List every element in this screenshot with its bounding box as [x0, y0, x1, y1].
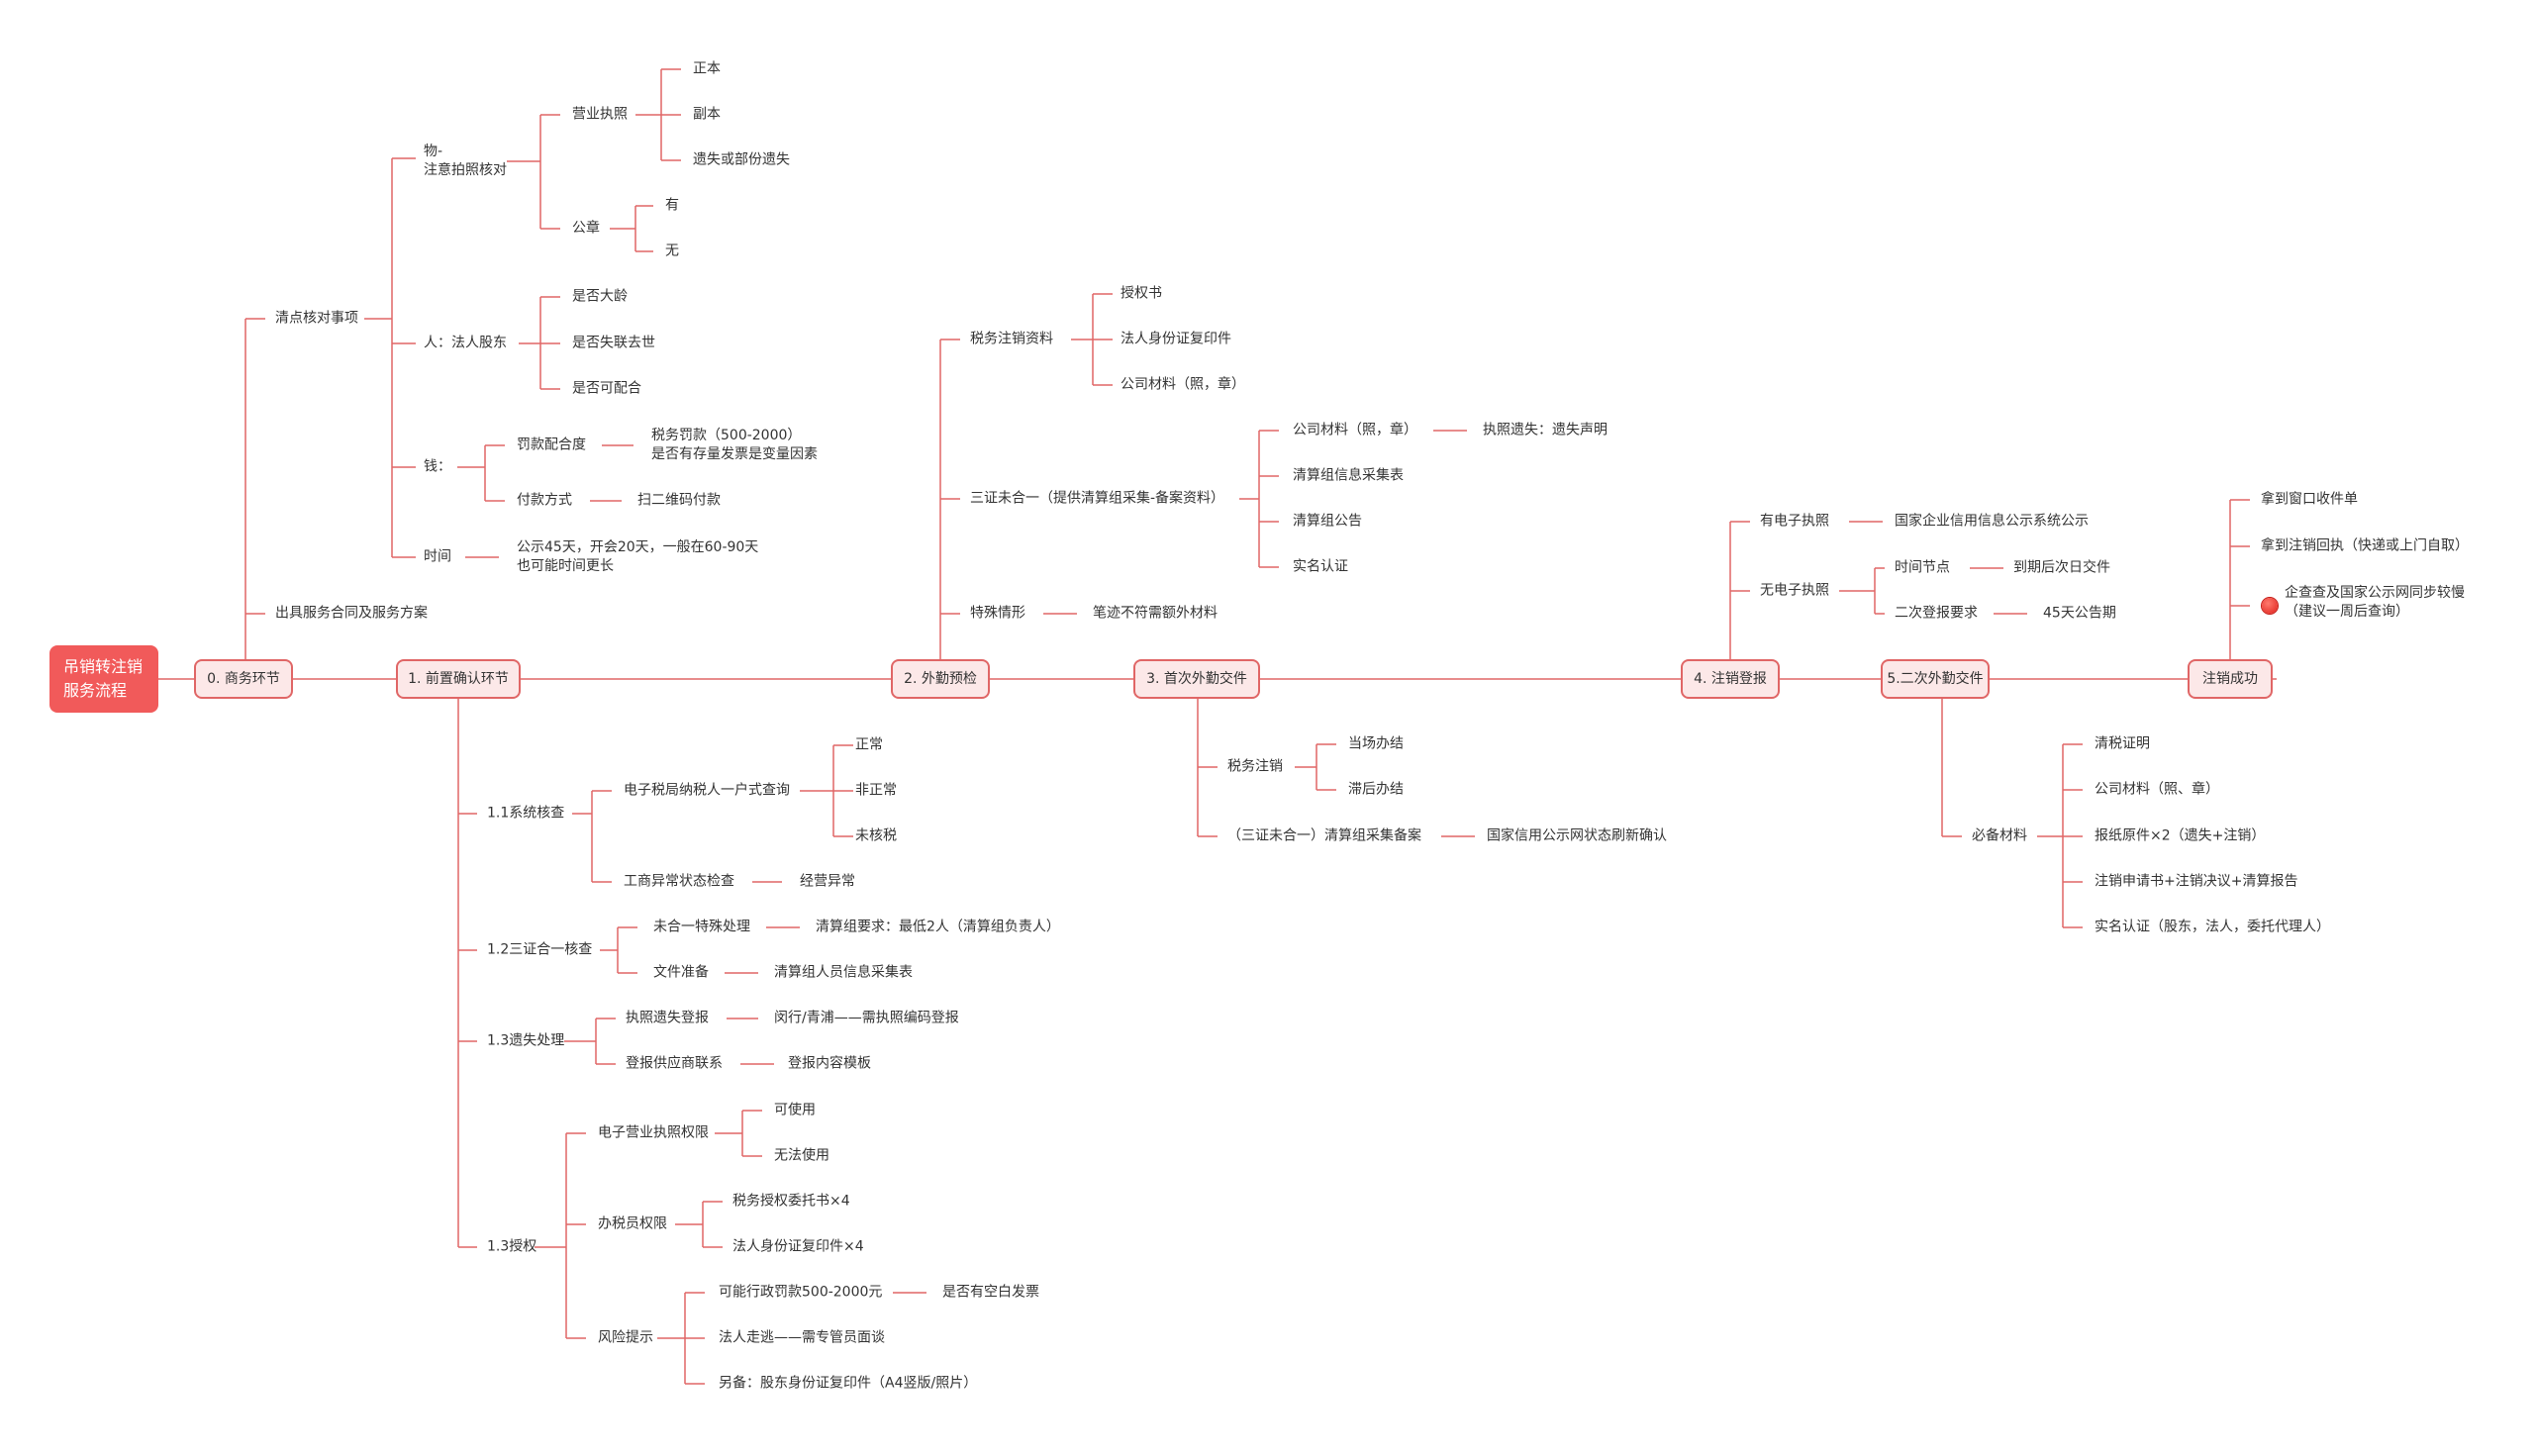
tax-cancel-item: 当场办结	[1348, 735, 1404, 752]
three-doc-item: 清算组信息采集表	[1293, 467, 1404, 484]
timing-detail: 到期后次日交件	[2013, 559, 2110, 576]
special-detail: 清算组要求：最低2人（清算组负责人）	[816, 919, 1060, 935]
stage-node-1[interactable]: 1. 前置确认环节	[396, 659, 521, 699]
needed-item: 报纸原件×2（遗失+注销）	[2095, 827, 2266, 844]
taxer-item: 税务授权委托书×4	[732, 1193, 850, 1210]
root-node[interactable]: 吊销转注销 服务流程	[49, 645, 158, 713]
three-doc-item: 实名认证	[1293, 558, 1348, 575]
authorization-label: 1.3授权	[487, 1238, 537, 1255]
person-label: 人：法人股东	[424, 335, 507, 351]
timing-label: 时间节点	[1895, 559, 1950, 576]
supplier-detail: 登报内容模板	[788, 1055, 871, 1072]
license-item: 遗失或部份遗失	[693, 151, 790, 168]
person-item: 是否大龄	[572, 288, 628, 305]
three-filing-label: （三证未合一）清算组采集备案	[1227, 827, 1421, 844]
person-item: 是否失联去世	[572, 335, 655, 351]
fine-label: 罚款配合度	[517, 437, 586, 453]
no-e-license-label: 无电子执照	[1760, 582, 1829, 599]
money-label: 钱：	[424, 458, 451, 475]
company-detail: 执照遗失：遗失声明	[1483, 422, 1608, 438]
lost-handling-label: 1.3遗失处理	[487, 1032, 565, 1049]
pay-detail: 扫二维码付款	[637, 492, 721, 509]
biz-detail: 经营异常	[800, 873, 855, 890]
time-detail: 公示45天，开会20天，一般在60-90天 也可能时间更长	[517, 539, 759, 574]
special-handling-label: 未合一特殊处理	[653, 919, 750, 935]
red-flag-icon	[2262, 598, 2278, 614]
supplier-label: 登报供应商联系	[626, 1055, 723, 1072]
elic-item: 可使用	[774, 1102, 816, 1118]
fine-detail: 税务罚款（500-2000） 是否有存量发票是变量因素	[651, 428, 818, 462]
stage-node-4[interactable]: 4. 注销登报	[1681, 659, 1780, 699]
stage-node-5[interactable]: 5.二次外勤交件	[1881, 659, 1990, 699]
needed-item: 实名认证（股东，法人，委托代理人）	[2095, 919, 2330, 935]
lost-reg-detail: 闵行/青浦——需执照编码登报	[774, 1010, 959, 1026]
needed-item: 公司材料（照、章）	[2095, 781, 2219, 798]
seal-item: 有	[665, 197, 679, 214]
company-materials-label: 公司材料（照，章）	[1293, 422, 1417, 438]
biz-check-label: 工商异常状态检查	[624, 873, 734, 890]
three-docs-label: 三证未合一（提供清算组采集-备案资料）	[970, 490, 1225, 507]
license-label: 营业执照	[572, 106, 628, 123]
check-items-label: 清点核对事项	[275, 310, 358, 327]
needed-materials-label: 必备材料	[1972, 827, 2027, 844]
second-notice-label: 二次登报要求	[1895, 605, 1978, 622]
tax-cancel-item: 滞后办结	[1348, 781, 1404, 798]
sys-check-label: 1.1系统核查	[487, 805, 565, 822]
time-label: 时间	[424, 548, 451, 565]
special-case-label: 特殊情形	[970, 605, 1025, 622]
etax-item: 未核税	[855, 827, 897, 844]
three-doc-item: 清算组公告	[1293, 513, 1362, 530]
seal-item: 无	[665, 243, 679, 259]
elic-label: 电子营业执照权限	[598, 1124, 709, 1141]
license-item: 副本	[693, 106, 721, 123]
second-notice-detail: 45天公告期	[2043, 605, 2116, 622]
needed-item: 注销申请书+注销决议+清算报告	[2095, 873, 2298, 890]
three-in-one-label: 1.2三证合一核查	[487, 941, 593, 958]
taxer-label: 办税员权限	[598, 1215, 667, 1232]
docs-detail: 清算组人员信息采集表	[774, 964, 913, 981]
tax-docs-label: 税务注销资料	[970, 331, 1053, 347]
stage-node-6[interactable]: 注销成功	[2188, 659, 2273, 699]
success-item: 拿到注销回执（快递或上门自取）	[2261, 537, 2469, 554]
has-e-license-label: 有电子执照	[1760, 513, 1829, 530]
tax-doc-item: 法人身份证复印件	[1121, 331, 1231, 347]
three-filing-detail: 国家信用公示网状态刷新确认	[1487, 827, 1667, 844]
contract-label: 出具服务合同及服务方案	[275, 605, 428, 622]
etax-item: 正常	[855, 736, 883, 753]
etax-label: 电子税局纳税人一户式查询	[624, 782, 790, 799]
elic-item: 无法使用	[774, 1147, 829, 1164]
special-case-detail: 笔迹不符需额外材料	[1093, 605, 1218, 622]
thing-label: 物- 注意拍照核对	[424, 144, 507, 178]
taxer-item: 法人身份证复印件×4	[732, 1238, 864, 1255]
stage-node-0[interactable]: 0. 商务环节	[194, 659, 293, 699]
success-item: 拿到窗口收件单	[2261, 491, 2358, 508]
has-e-detail: 国家企业信用信息公示系统公示	[1895, 513, 2089, 530]
stage-node-3[interactable]: 3. 首次外勤交件	[1133, 659, 1260, 699]
tax-doc-item: 授权书	[1121, 285, 1162, 302]
tax-doc-item: 公司材料（照，章）	[1121, 376, 1245, 393]
etax-item: 非正常	[855, 782, 897, 799]
seal-label: 公章	[572, 220, 600, 237]
needed-item: 清税证明	[2095, 735, 2150, 752]
pay-label: 付款方式	[517, 492, 572, 509]
license-item: 正本	[693, 60, 721, 77]
tax-cancel-label: 税务注销	[1227, 758, 1283, 775]
stage-node-2[interactable]: 2. 外勤预检	[891, 659, 990, 699]
risk-item: 法人走逃——需专管员面谈	[719, 1329, 885, 1346]
risk-label: 风险提示	[598, 1329, 653, 1346]
risk-fine-detail: 是否有空白发票	[942, 1284, 1039, 1301]
risk-fine-label: 可能行政罚款500-2000元	[719, 1284, 883, 1301]
success-note: 企查查及国家公示网同步较慢 （建议一周后查询）	[2285, 585, 2465, 620]
docs-prep-label: 文件准备	[653, 964, 709, 981]
lost-reg-label: 执照遗失登报	[626, 1010, 709, 1026]
person-item: 是否可配合	[572, 380, 641, 397]
risk-item: 另备：股东身份证复印件（A4竖版/照片）	[719, 1375, 978, 1392]
